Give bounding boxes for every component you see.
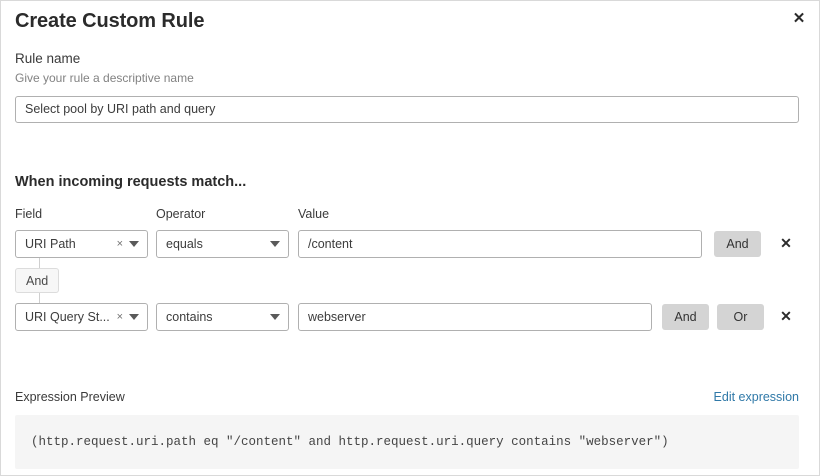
field-select-row-1[interactable]: URI Query St... × <box>15 303 148 331</box>
clear-icon[interactable]: × <box>116 310 123 323</box>
delete-row-icon[interactable]: ✕ <box>776 233 796 253</box>
chevron-down-icon <box>129 241 139 247</box>
edit-expression-link[interactable]: Edit expression <box>713 390 799 404</box>
field-select-value-row-0: URI Path <box>25 237 76 251</box>
delete-row-icon[interactable]: ✕ <box>776 306 796 326</box>
chevron-down-icon <box>270 314 280 320</box>
operator-select-value-row-0: equals <box>166 237 203 251</box>
connector-line-top <box>39 258 40 268</box>
row-connector: And <box>15 258 135 303</box>
chevron-down-icon <box>129 314 139 320</box>
column-header-value: Value <box>298 207 330 221</box>
field-select-value-row-1: URI Query St... <box>25 310 110 324</box>
column-header-operator: Operator <box>156 207 206 221</box>
rule-name-group: Rule name Give your rule a descriptive n… <box>15 51 799 123</box>
field-select-row-0[interactable]: URI Path × <box>15 230 148 258</box>
value-input-row-0[interactable] <box>298 230 702 258</box>
page-title: Create Custom Rule <box>15 10 205 32</box>
condition-column-headers: Field Operator Value <box>1 207 819 223</box>
match-section-heading: When incoming requests match... <box>15 174 247 190</box>
rule-name-help-text: Give your rule a descriptive name <box>15 70 194 85</box>
expression-code-text: (http.request.uri.path eq "/content" and… <box>31 435 669 449</box>
column-header-field: Field <box>15 207 43 221</box>
condition-row: URI Query St... × contains And Or ✕ <box>1 303 819 331</box>
dialog-header: Create Custom Rule ✕ <box>1 1 819 45</box>
rule-name-input[interactable] <box>15 95 799 123</box>
or-button-row-1[interactable]: Or <box>717 304 764 330</box>
connector-and-badge[interactable]: And <box>15 268 60 293</box>
connector-line-bottom <box>39 293 40 303</box>
operator-select-value-row-1: contains <box>166 310 213 324</box>
condition-row: URI Path × equals And ✕ <box>1 230 819 258</box>
and-button-row-1[interactable]: And <box>662 304 709 330</box>
operator-select-row-1[interactable]: contains <box>156 303 289 331</box>
close-icon[interactable]: ✕ <box>788 7 810 29</box>
expression-preview-section: Expression Preview Edit expression (http… <box>15 390 799 469</box>
value-input-row-1[interactable] <box>298 303 652 331</box>
chevron-down-icon <box>270 241 280 247</box>
operator-select-row-0[interactable]: equals <box>156 230 289 258</box>
expression-preview-header: Expression Preview Edit expression <box>15 390 799 406</box>
clear-icon[interactable]: × <box>116 237 123 250</box>
and-button-row-0[interactable]: And <box>714 231 761 257</box>
expression-code-box: (http.request.uri.path eq "/content" and… <box>15 415 799 469</box>
expression-preview-label: Expression Preview <box>15 390 125 404</box>
rule-name-label: Rule name <box>15 51 81 66</box>
